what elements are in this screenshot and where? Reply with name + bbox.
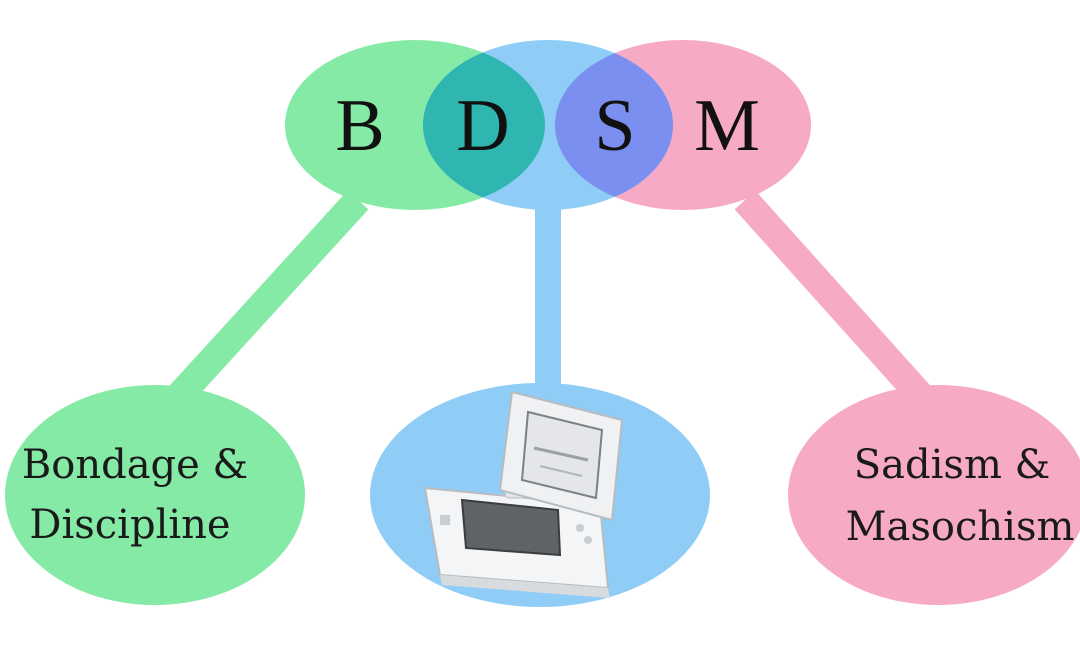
connector-right bbox=[734, 190, 931, 405]
connector-left bbox=[169, 190, 369, 405]
node-left-line2: Discipline bbox=[29, 502, 230, 548]
letter-b: B bbox=[335, 85, 384, 167]
letter-s: S bbox=[594, 85, 635, 167]
venn-green-blue-overlap bbox=[423, 40, 545, 210]
node-right-ellipse bbox=[788, 385, 1080, 605]
letter-m: M bbox=[694, 85, 760, 167]
node-left-line1: Bondage & bbox=[22, 442, 248, 488]
node-left-ellipse bbox=[5, 385, 305, 605]
node-right-line1: Sadism & bbox=[854, 442, 1050, 488]
venn-blue-pink-overlap bbox=[555, 40, 673, 210]
letter-d: D bbox=[456, 85, 509, 167]
node-right-line2: Masochism bbox=[846, 504, 1075, 550]
nintendo-ds-icon bbox=[423, 390, 624, 598]
